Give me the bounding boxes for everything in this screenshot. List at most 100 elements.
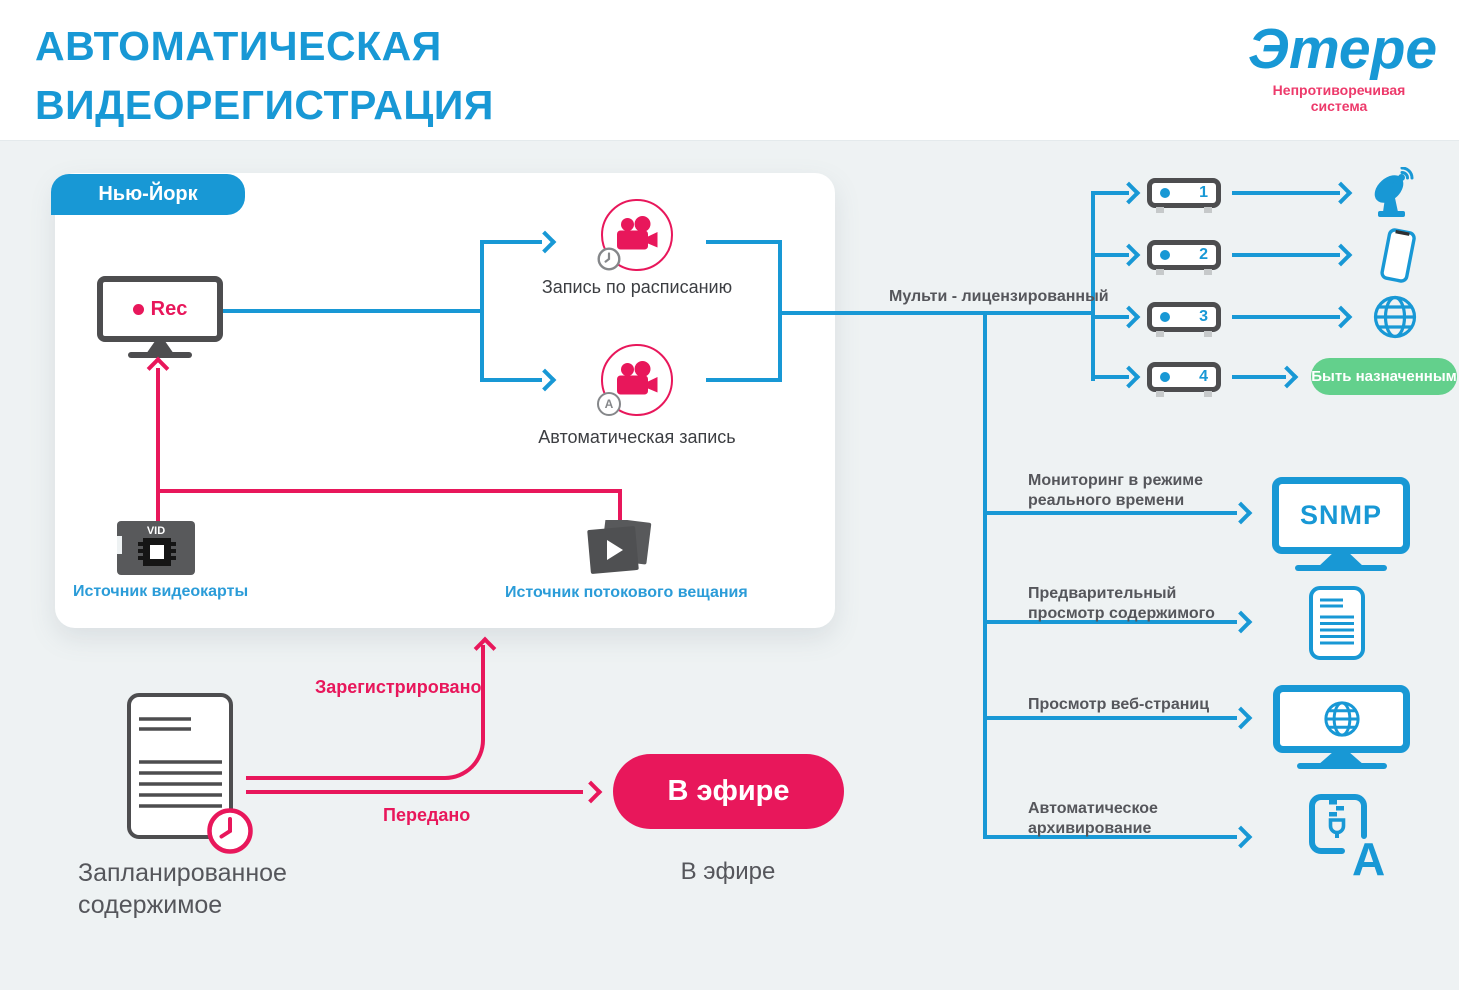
- satellite-dish-icon: [1374, 167, 1414, 217]
- line-split-vertical: [480, 240, 484, 382]
- server-led: [1160, 372, 1170, 382]
- rec-indicator: Rec: [103, 282, 217, 336]
- line-distribution-vertical: [1091, 191, 1095, 381]
- scheduled-content-label-line1: Запланированное: [78, 859, 287, 887]
- server-led: [1160, 188, 1170, 198]
- automatic-recording-label: Автоматическая запись: [538, 427, 736, 447]
- archive-label-line1: Автоматическое: [1028, 800, 1158, 817]
- monitoring-label-line1: Мониторинг в режиме: [1028, 472, 1204, 489]
- line-monitor-to-split: [223, 309, 482, 313]
- line-features-vertical: [983, 313, 987, 839]
- web-monitor-stand: [1318, 753, 1364, 765]
- automatic-badge: A: [597, 392, 621, 416]
- smartphone-icon: [1380, 228, 1416, 283]
- line-server1-to-satellite: [1232, 191, 1340, 195]
- server-foot: [1156, 207, 1164, 213]
- snmp-monitor-base: [1295, 565, 1387, 571]
- server-led: [1160, 312, 1170, 322]
- globe-icon: [1373, 295, 1417, 339]
- web-monitor-base: [1297, 763, 1387, 769]
- registered-label: Зарегистрировано: [315, 677, 482, 697]
- line-automatic-camera-out: [706, 378, 782, 382]
- video-camera-icon: [617, 361, 658, 395]
- server-4: 4: [1147, 362, 1221, 397]
- arrowhead-preview: [1229, 610, 1253, 634]
- preview-label-line1: Предварительный: [1028, 585, 1177, 602]
- clock-badge-icon: [207, 808, 253, 854]
- clock-badge-icon: [597, 247, 621, 271]
- server-3: 3: [1147, 302, 1221, 337]
- video-card-source-label: Источник видеокарты: [73, 583, 249, 600]
- line-to-preview: [985, 620, 1237, 624]
- server-foot: [1204, 391, 1212, 397]
- multi-licensed-label: Мульти - лицензированный: [889, 288, 1109, 305]
- arrowhead-satellite: [1329, 181, 1353, 205]
- server-number: 1: [1199, 184, 1208, 201]
- scheduled-recording-label: Запись по расписанию: [541, 277, 733, 297]
- line-streaming-stub: [618, 489, 622, 521]
- line-scheduled-camera-out: [706, 240, 782, 244]
- line-to-archive: [985, 835, 1237, 839]
- line-main-output: [780, 311, 1093, 315]
- server-2: 2: [1147, 240, 1221, 275]
- web-label-line1: Просмотр веб-страниц: [1028, 696, 1210, 713]
- header-bar: [0, 0, 1459, 141]
- line-registered-curve: [246, 645, 485, 780]
- archive-letter: A: [1352, 833, 1386, 885]
- transmitted-label: Передано: [383, 805, 471, 825]
- server-1: 1: [1147, 178, 1221, 213]
- etere-logo: Этере Непротиворечивая система: [1248, 17, 1438, 114]
- zip-archive-icon: [1309, 794, 1367, 854]
- arrowhead-transmitted: [579, 780, 603, 804]
- assigned-badge: Быть назначенным: [1311, 358, 1457, 395]
- arrowhead-server-4: [1117, 365, 1141, 389]
- server-foot: [1156, 391, 1164, 397]
- server-foot: [1156, 331, 1164, 337]
- page-title-line2: ВИДЕОРЕГИСТРАЦИЯ: [35, 82, 494, 128]
- line-to-snmp: [985, 511, 1237, 515]
- line-to-server-4: [1093, 375, 1129, 379]
- server-number: 4: [1199, 368, 1208, 385]
- document-preview-icon: [1309, 586, 1365, 660]
- arrowhead-assigned: [1275, 365, 1299, 389]
- line-to-server-3: [1093, 315, 1129, 319]
- line-server3-to-web: [1232, 315, 1340, 319]
- etere-logo-tagline: Непротиворечивая система: [1272, 82, 1406, 114]
- etere-logo-wordmark: Этере: [1248, 17, 1438, 81]
- snmp-text: SNMP: [1299, 500, 1382, 530]
- preview-label-line2: просмотр содержимого: [1028, 605, 1215, 622]
- arrowhead-server-3: [1117, 305, 1141, 329]
- arrowhead-phone: [1329, 243, 1353, 267]
- arrowhead-snmp: [1229, 501, 1253, 525]
- server-foot: [1204, 331, 1212, 337]
- on-air-pill: В эфире: [613, 754, 844, 829]
- streaming-source-label: Источник потокового вещания: [505, 584, 748, 601]
- line-to-server-1: [1093, 191, 1129, 195]
- streaming-source-icon: [587, 520, 652, 574]
- arrowhead-server-2: [1117, 243, 1141, 267]
- rec-dot: [132, 304, 144, 315]
- line-sources-horizontal: [156, 489, 622, 493]
- server-number: 2: [1199, 246, 1208, 263]
- rec-label: Rec: [150, 298, 188, 320]
- arrowhead-archive: [1229, 825, 1253, 849]
- monitor-base: [128, 352, 192, 358]
- arrowhead-web: [1329, 305, 1353, 329]
- scheduled-document-icon: [127, 693, 233, 839]
- web-monitor-icon: [1273, 685, 1410, 753]
- server-number: 3: [1199, 308, 1208, 325]
- line-videocard-to-monitor: [156, 368, 160, 521]
- monitor-stand: [146, 342, 174, 354]
- arrowhead-webview: [1229, 706, 1253, 730]
- line-to-automatic-camera: [482, 378, 542, 382]
- line-to-scheduled-camera: [482, 240, 542, 244]
- scheduled-recording-circle: [601, 199, 673, 271]
- server-foot: [1204, 269, 1212, 275]
- server-foot: [1204, 207, 1212, 213]
- line-to-server-2: [1093, 253, 1129, 257]
- server-foot: [1156, 269, 1164, 275]
- video-card-icon: VID: [117, 521, 195, 575]
- globe-icon: [1323, 701, 1360, 737]
- arrowhead-server-1: [1117, 181, 1141, 205]
- line-server2-to-phone: [1232, 253, 1340, 257]
